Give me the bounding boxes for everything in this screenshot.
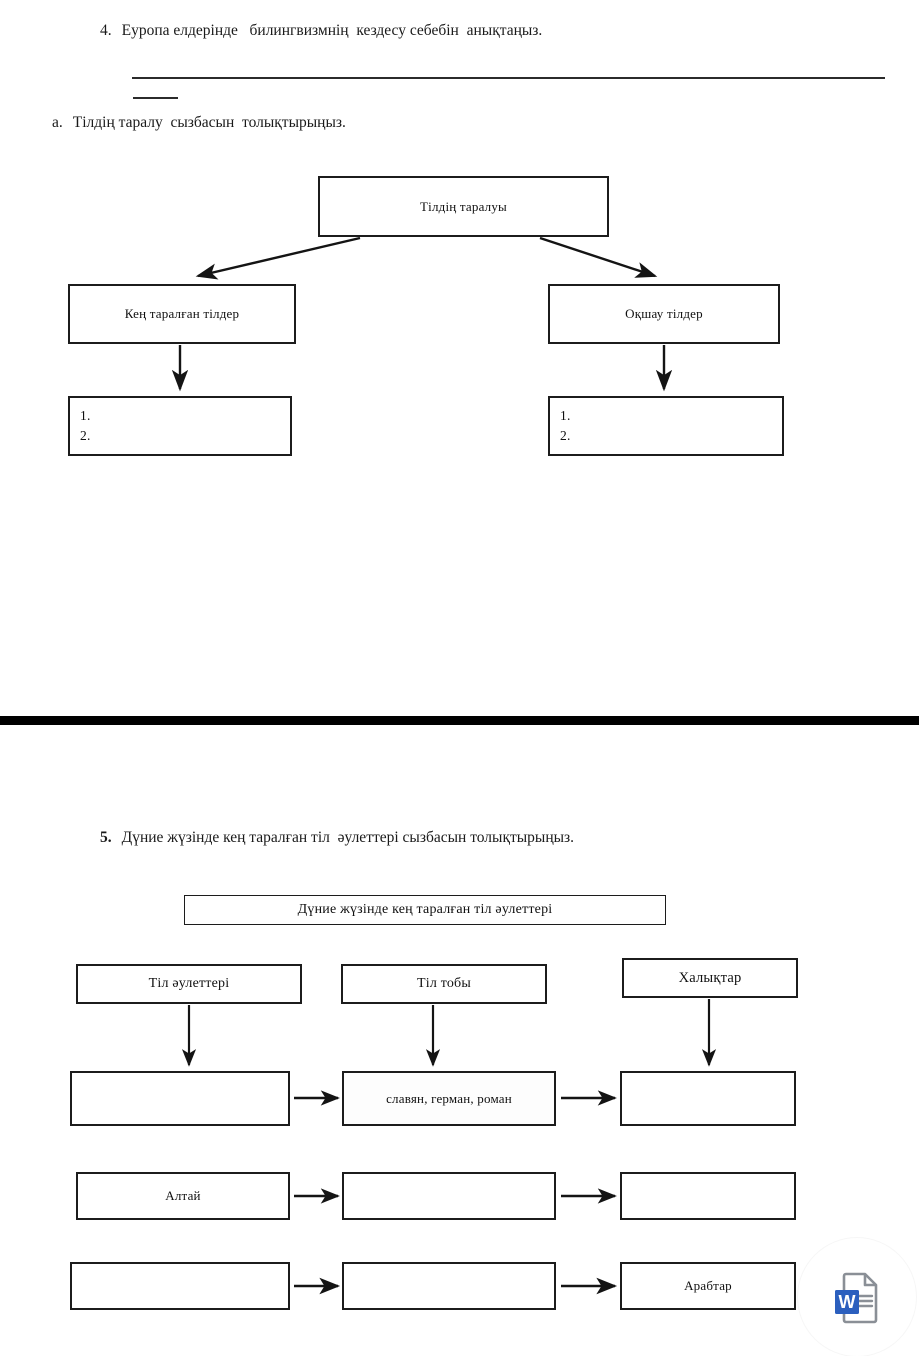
diagram2-cell-label: Алтай: [165, 1188, 201, 1203]
diagram2-cell-label: славян, герман, роман: [386, 1090, 512, 1106]
diagram1-branch-box-left: Кең таралған тілдер: [68, 284, 296, 344]
question-4a: a. Тілдің таралу сызбасын толықтырыңыз.: [52, 114, 346, 132]
diagram1-answer-item: 1.: [80, 408, 91, 423]
diagram2-cell-r1c3: [620, 1071, 796, 1126]
diagram1-branch-label-left: Кең таралған тілдер: [124, 306, 240, 321]
diagram2-cell-r1c1: [70, 1071, 290, 1126]
diagram2-cell-label: Арабтар: [684, 1278, 732, 1293]
diagram2-cell-r3c2: [342, 1262, 556, 1310]
diagram2-cell-r1c2: славян, герман, роман: [342, 1071, 556, 1126]
answer-line-long: [132, 77, 885, 79]
diagram2-title-box: Дүние жүзінде кең таралған тіл әулеттері: [184, 895, 666, 925]
word-blue-tile: [835, 1290, 859, 1314]
diagram2-column-header-families: Тіл әулеттері: [76, 964, 302, 1004]
word-document-icon-badge[interactable]: W: [798, 1238, 916, 1356]
page-fold-corner: [863, 1274, 876, 1287]
question-5-text: Дүние жүзінде кең таралған тіл әулеттері…: [121, 829, 575, 846]
page-separator-band: [0, 716, 919, 725]
word-document-icon: W: [835, 1272, 878, 1324]
question-4a-text: Тілдің таралу сызбасын толықтырыңыз.: [72, 114, 346, 131]
diagram2-column-header-label: Тіл әулеттері: [148, 976, 230, 991]
diagram2-cell-r2c1: Алтай: [76, 1172, 290, 1220]
diagram1-branch-box-right: Оқшау тілдер: [548, 284, 780, 344]
document-text-lines: [857, 1294, 874, 1308]
diagram1-answer-box-right: 1. 2.: [548, 396, 784, 456]
diagram1-root-box: Тілдің таралуы: [318, 176, 609, 237]
arrow-root-to-right: [539, 236, 658, 278]
diagram1-answer-list-right: 1. 2.: [560, 406, 571, 445]
diagram1-answer-item: 2.: [80, 427, 91, 443]
question-4: 4. Еуропа елдерінде билингвизмнің кездес…: [100, 22, 542, 40]
arrow-root-to-left: [195, 236, 361, 280]
question-4-text: Еуропа елдерінде билингвизмнің кездесу с…: [121, 22, 543, 39]
diagram2-cell-r3c1: [70, 1262, 290, 1310]
diagram2-cell-r2c2: [342, 1172, 556, 1220]
question-4a-number: a.: [52, 114, 63, 131]
diagram2-cell-r2c3: [620, 1172, 796, 1220]
diagram2-column-header-group: Тіл тобы: [341, 964, 547, 1004]
diagram2-title-label: Дүние жүзінде кең таралған тіл әулеттері: [297, 902, 553, 917]
word-letter: W: [839, 1292, 856, 1312]
diagram1-answer-box-left: 1. 2.: [68, 396, 292, 456]
answer-line-short: [133, 97, 178, 100]
diagram2-column-header-peoples: Халықтар: [622, 958, 798, 998]
diagram2-column-header-label: Халықтар: [678, 969, 742, 986]
diagram1-branch-label-right: Оқшау тілдер: [625, 306, 703, 321]
diagram2-column-header-label: Тіл тобы: [417, 976, 471, 991]
question-5: 5. Дүние жүзінде кең таралған тіл әулетт…: [100, 829, 574, 847]
diagram1-root-label: Тілдің таралуы: [420, 198, 507, 214]
diagram1-answer-item: 1.: [560, 408, 571, 423]
diagram1-answer-list-left: 1. 2.: [80, 406, 91, 445]
diagram2-cell-r3c3: Арабтар: [620, 1262, 796, 1310]
question-4-number: 4.: [100, 22, 112, 39]
diagram1-answer-item: 2.: [560, 427, 571, 443]
question-5-number: 5.: [100, 829, 112, 846]
